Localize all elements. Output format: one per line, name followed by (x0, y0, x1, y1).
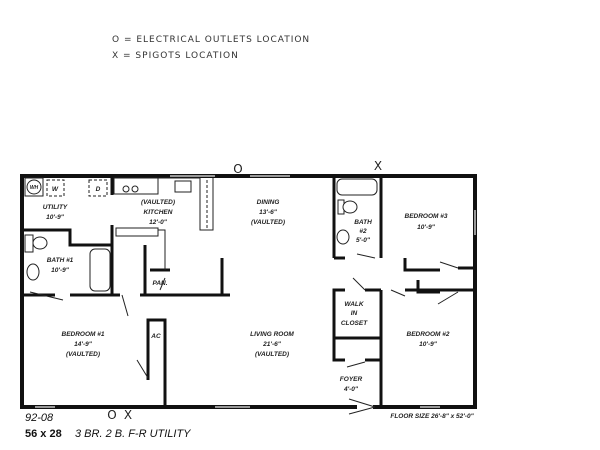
tub-bath1-icon (89, 248, 111, 292)
kitchen-note: (VAULTED) (141, 199, 175, 206)
water-heater-label: WH (30, 185, 39, 191)
spigot-marker: X (374, 159, 382, 173)
dining-name: DINING (257, 199, 280, 206)
legend-spigots: X = SPIGOTS LOCATION (112, 51, 239, 61)
interior-walls (22, 176, 475, 407)
dryer-icon (88, 179, 108, 197)
home-dimensions: 56 x 28 (25, 428, 62, 440)
kitchen-name: KITCHEN (144, 209, 173, 216)
pantry-name: PAN. (152, 280, 167, 287)
bath2-size: 5'-0" (356, 237, 371, 244)
bedroom1-note: (VAULTED) (66, 351, 100, 358)
counter (115, 227, 159, 237)
bedroom3-name: BEDROOM #3 (405, 213, 448, 220)
walkin-l1: WALK (344, 301, 364, 308)
kitchen-size: 12'-0" (149, 219, 168, 226)
sink-bath2-icon (336, 229, 350, 245)
fixtures: WH W D (24, 177, 459, 415)
tub-bath2-icon (336, 178, 378, 196)
bath1-name: BATH #1 (47, 257, 74, 264)
sink-bath1-icon (26, 263, 40, 281)
bath2-num: #2 (359, 228, 367, 235)
bedroom1-name: BEDROOM #1 (62, 331, 105, 338)
outlet-marker: O (233, 162, 242, 176)
bedroom3-size: 10'-9" (417, 224, 436, 231)
walkin-l3: CLOSET (341, 320, 368, 327)
toilet-bath1-icon (24, 234, 34, 253)
sink-icon (174, 180, 192, 193)
legend-outlets: O = ELECTRICAL OUTLETS LOCATION (112, 35, 310, 45)
bedroom2-size: 10'-9" (419, 341, 438, 348)
ac-name: AC (150, 333, 161, 340)
home-description: 3 BR. 2 B. F-R UTILITY (75, 428, 191, 440)
bedroom2-name: BEDROOM #2 (407, 331, 450, 338)
foyer-size: 4'-0" (343, 386, 359, 393)
washer-label: W (52, 186, 59, 193)
dining-note: (VAULTED) (251, 219, 285, 226)
dining-size: 13'-6" (259, 209, 278, 216)
washer-icon (46, 179, 65, 197)
foyer-name: FOYER (340, 376, 363, 383)
walkin-l2: IN (351, 310, 358, 317)
living-note: (VAULTED) (255, 351, 289, 358)
bath2-name: BATH (354, 219, 372, 226)
spigot-marker: X (124, 408, 132, 422)
utility-name: UTILITY (43, 204, 68, 211)
floor-size: FLOOR SIZE 26'-8" x 52'-0" (390, 413, 474, 420)
bath1-size: 10'-9" (51, 267, 70, 274)
bedroom1-size: 14'-9" (74, 341, 93, 348)
model-number: 92-08 (25, 412, 54, 424)
living-size: 21'-6" (262, 341, 282, 348)
living-name: LIVING ROOM (250, 331, 294, 338)
dryer-label: D (96, 186, 101, 193)
outlet-marker: O (107, 408, 116, 422)
utility-size: 10'-9" (46, 214, 65, 221)
